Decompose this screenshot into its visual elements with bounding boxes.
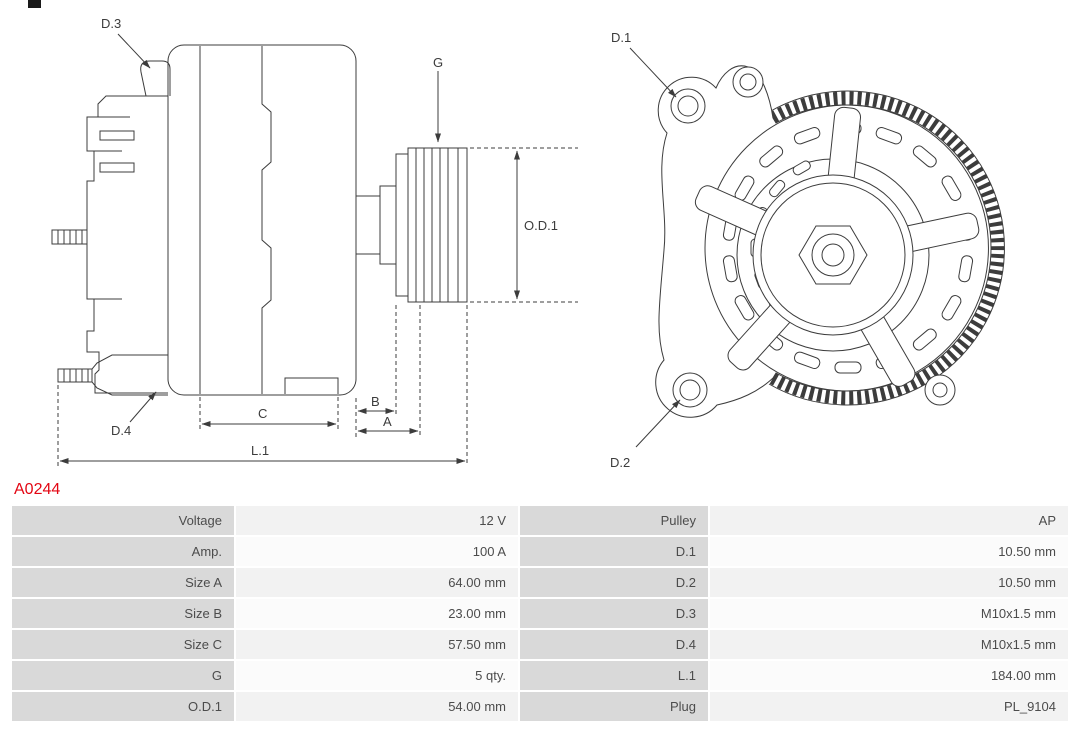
extension-lines xyxy=(57,147,578,466)
rib-ring xyxy=(769,91,1005,405)
drawing-labels: D.3 G D.1 O.D.1 D.4 C B A L.1 D.2 xyxy=(101,16,631,470)
hole-d2 xyxy=(679,379,701,401)
spec-row-size-a: Size A 64.00 mm D.2 10.50 mm xyxy=(12,568,1068,597)
spec-label: L.1 xyxy=(520,661,708,690)
label-a: A xyxy=(383,414,392,429)
main-housing xyxy=(167,44,357,396)
label-c: C xyxy=(258,406,267,421)
rear-cover xyxy=(86,95,168,394)
housing-step-line xyxy=(261,46,272,394)
rib-outer-edge xyxy=(768,90,1005,406)
leader-d3 xyxy=(117,33,151,69)
spec-value: 64.00 mm xyxy=(236,568,518,597)
page-corner-mark xyxy=(28,0,41,8)
spec-value: PL_9104 xyxy=(710,692,1068,721)
spec-row-g: G 5 qty. L.1 184.00 mm xyxy=(12,661,1068,690)
spec-label: Size B xyxy=(12,599,234,628)
top-ear xyxy=(140,60,171,97)
spec-row-od1: O.D.1 54.00 mm Plug PL_9104 xyxy=(12,692,1068,721)
spec-row-voltage: Voltage 12 V Pulley AP xyxy=(12,506,1068,535)
pulley-front xyxy=(752,174,914,336)
front-view-drawing xyxy=(655,65,1005,418)
side-view-drawing xyxy=(51,44,468,396)
mount-lug-bottom-right xyxy=(924,374,956,406)
spec-label: D.1 xyxy=(520,537,708,566)
shaft-spacer xyxy=(379,185,397,265)
spec-value: 23.00 mm xyxy=(236,599,518,628)
label-d4: D.4 xyxy=(111,423,131,438)
spec-label: D.4 xyxy=(520,630,708,659)
part-number: A0244 xyxy=(14,481,61,498)
spec-label: Size A xyxy=(12,568,234,597)
spec-label: D.2 xyxy=(520,568,708,597)
leader-d4 xyxy=(129,391,157,423)
threaded-stud-middle xyxy=(51,229,88,245)
leader-d1 xyxy=(629,47,677,98)
spec-row-amp: Amp. 100 A D.1 10.50 mm xyxy=(12,537,1068,566)
label-d1: D.1 xyxy=(611,30,631,45)
label-d2: D.2 xyxy=(610,455,630,470)
spec-label: Amp. xyxy=(12,537,234,566)
spec-label: Voltage xyxy=(12,506,234,535)
label-l1: L.1 xyxy=(251,443,269,458)
spec-value: M10x1.5 mm xyxy=(710,630,1068,659)
shaft xyxy=(356,195,380,255)
spec-label: Pulley xyxy=(520,506,708,535)
label-d3: D.3 xyxy=(101,16,121,31)
spec-value: 10.50 mm xyxy=(710,568,1068,597)
spec-table: Voltage 12 V Pulley AP Amp. 100 A D.1 10… xyxy=(10,504,1070,723)
bottom-mounting-lug xyxy=(57,354,168,396)
spec-label: O.D.1 xyxy=(12,692,234,721)
hole-d1 xyxy=(677,95,699,117)
spec-value: 54.00 mm xyxy=(236,692,518,721)
technical-drawing: D.3 G D.1 O.D.1 D.4 C B A L.1 D.2 xyxy=(28,0,1005,470)
label-b: B xyxy=(371,394,380,409)
spec-label: Size C xyxy=(12,630,234,659)
spec-value: AP xyxy=(710,506,1068,535)
spec-label: G xyxy=(12,661,234,690)
pulley-side xyxy=(395,147,468,303)
front-foot xyxy=(284,377,339,394)
spec-label: Plug xyxy=(520,692,708,721)
spec-value: 100 A xyxy=(236,537,518,566)
leader-d2 xyxy=(635,399,681,448)
ring-inner-circle xyxy=(704,104,992,392)
dimension-lines xyxy=(57,33,681,466)
label-g: G xyxy=(433,55,443,70)
label-od1: O.D.1 xyxy=(524,218,558,233)
spec-value: 57.50 mm xyxy=(236,630,518,659)
spec-value: 10.50 mm xyxy=(710,537,1068,566)
spec-row-size-b: Size B 23.00 mm D.3 M10x1.5 mm xyxy=(12,599,1068,628)
spec-value: M10x1.5 mm xyxy=(710,599,1068,628)
spec-label: D.3 xyxy=(520,599,708,628)
spec-value: 5 qty. xyxy=(236,661,518,690)
spec-value: 12 V xyxy=(236,506,518,535)
alternator-drawing: D.3 G D.1 O.D.1 D.4 C B A L.1 D.2 xyxy=(28,0,1005,470)
spec-row-size-c: Size C 57.50 mm D.4 M10x1.5 mm xyxy=(12,630,1068,659)
mount-holes xyxy=(670,66,764,408)
spec-value: 184.00 mm xyxy=(710,661,1068,690)
